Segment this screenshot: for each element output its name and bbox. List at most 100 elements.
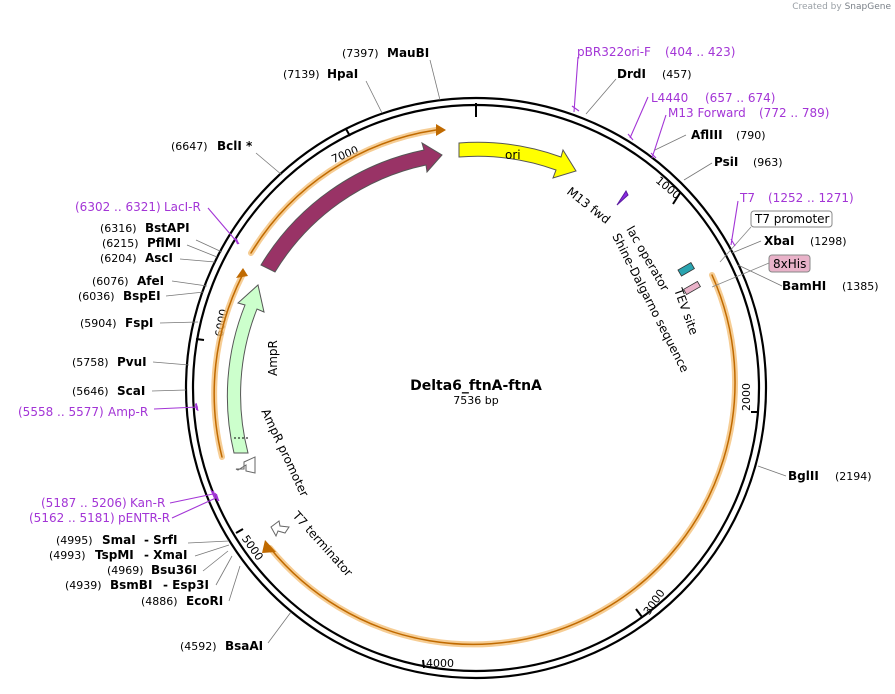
tick-5000-mark [235, 528, 244, 534]
site-drdi[interactable]: DrdI [617, 67, 646, 81]
site-bcli[interactable]: BclI * [217, 139, 253, 153]
primer-amp-r[interactable]: Amp-R [108, 405, 148, 419]
site-srfi[interactable]: - SrfI [144, 533, 177, 547]
leader-pvui [152, 361, 190, 366]
leader-psii [683, 162, 713, 181]
leader-bsu36i [202, 550, 229, 572]
laci-feature[interactable] [260, 141, 443, 273]
tick-1000: 1000 [653, 174, 683, 202]
leader-pflmi [186, 244, 218, 258]
tick-2000: 2000 [740, 383, 753, 411]
t7-terminator-label: T7 terminator [289, 508, 355, 580]
backbone-outer-ring [184, 96, 768, 680]
site-pflmi[interactable]: PflMI [147, 236, 181, 250]
site-pflmi-pos: (6215) [102, 237, 139, 250]
tick-3000-mark [635, 608, 643, 618]
site-bsu36i[interactable]: Bsu36I [151, 563, 197, 577]
site-smai-pos: (4995) [56, 534, 93, 547]
site-hpai-pos: (7139) [283, 68, 320, 81]
primer-pbr322ori-f-range: (404 .. 423) [665, 45, 735, 59]
site-fspi-pos: (5904) [80, 317, 117, 330]
site-psii-pos: (963) [753, 156, 783, 169]
primer-kan-r[interactable]: Kan-R [130, 496, 165, 510]
his-tag-box[interactable] [768, 254, 811, 273]
site-bglii[interactable]: BglII [788, 469, 819, 483]
site-bstapi[interactable]: BstAPI [145, 221, 190, 235]
site-smai[interactable]: SmaI [102, 533, 136, 547]
leader-bstapi [195, 239, 223, 253]
leader-smai [187, 540, 230, 544]
leader-hpai [365, 80, 383, 114]
site-ecori-pos: (4886) [141, 595, 178, 608]
site-asci-pos: (6204) [100, 252, 137, 265]
site-bsmbi-pos: (4939) [65, 579, 102, 592]
site-bamhi[interactable]: BamHI [782, 279, 826, 293]
t7-promoter-box[interactable] [750, 210, 833, 228]
site-afei-pos: (6076) [92, 275, 129, 288]
primer-ring-marks [195, 238, 239, 502]
site-xbai-pos: (1298) [810, 235, 847, 248]
orf-arrow-ftna [262, 540, 276, 553]
tev-site-label: TEV site [671, 285, 701, 336]
leader-afliii [654, 134, 687, 151]
orf-arrow-laci [436, 124, 446, 136]
leader-xbai [731, 240, 762, 254]
primer-pentr-r-range: (5162 .. 5181) [29, 511, 115, 525]
primer-mark-pentr-r [215, 493, 219, 502]
site-drdi-pos: (457) [662, 68, 692, 81]
leader-asci [179, 258, 216, 263]
site-xmai[interactable]: - XmaI [144, 548, 187, 562]
primer-pentr-r[interactable]: pENTR-R [118, 511, 170, 525]
ampr-promoter-label: AmpR promoter [258, 407, 311, 499]
ampr-feature[interactable] [226, 284, 265, 454]
site-esp3i[interactable]: - Esp3I [163, 578, 209, 592]
site-fspi[interactable]: FspI [125, 316, 153, 330]
site-bsaai[interactable]: BsaAI [225, 639, 263, 653]
site-afliii[interactable]: AflIII [691, 128, 723, 142]
site-psii[interactable]: PsiI [714, 155, 738, 169]
leader-m13-forward [650, 114, 667, 159]
primer-m13-forward[interactable]: M13 Forward [668, 106, 746, 120]
site-maubi[interactable]: MauBI [387, 46, 429, 60]
t7-promoter-label: T7 promoter [754, 212, 830, 226]
site-scai[interactable]: ScaI [117, 384, 145, 398]
site-maubi-pos: (7397) [342, 47, 379, 60]
primer-l4440[interactable]: L4440 [651, 91, 688, 105]
leader-ecori [228, 565, 241, 602]
leader-bspei [165, 291, 205, 297]
lac-operator-feature[interactable] [677, 261, 695, 277]
m13-fwd-arrow[interactable] [616, 189, 629, 206]
tick-3000: 3000 [641, 587, 668, 617]
primer-mark-kan-r [212, 490, 216, 499]
leader-bcli [255, 152, 283, 176]
primer-t7-range: (1252 .. 1271) [768, 191, 854, 205]
t7-terminator-arrow[interactable] [270, 520, 290, 538]
ori-feature[interactable] [458, 141, 577, 179]
site-asci[interactable]: AscI [145, 251, 173, 265]
primer-t7[interactable]: T7 [739, 191, 755, 205]
ampr-promoter-arrow[interactable] [235, 456, 256, 474]
site-bsmbi[interactable]: BsmBI [110, 578, 152, 592]
leader-maubi [429, 59, 441, 101]
site-hpai[interactable]: HpaI [327, 67, 358, 81]
site-pvui[interactable]: PvuI [117, 355, 147, 369]
site-tspmi[interactable]: TspMI [95, 548, 134, 562]
snapgene-credit: Created by SnapGene [792, 2, 891, 12]
site-afei[interactable]: AfeI [137, 274, 164, 288]
primer-laci-r[interactable]: LacI-R [164, 200, 201, 214]
site-ecori[interactable]: EcoRI [186, 594, 223, 608]
primer-mark-laci-r [235, 238, 239, 245]
leader-bglii [757, 465, 787, 477]
site-bsu36i-pos: (4969) [107, 564, 144, 577]
primer-m13-forward-range: (772 .. 789) [759, 106, 829, 120]
primer-mark-amp-r [195, 403, 198, 411]
primer-pbr322ori-f[interactable]: pBR322ori-F [577, 45, 651, 59]
orf-arrow-ampr [236, 268, 248, 278]
leader-tspmi [194, 544, 230, 557]
leader-pbr322ori-f [571, 56, 580, 113]
tev-site-feature[interactable] [683, 280, 701, 296]
site-xbai[interactable]: XbaI [764, 234, 794, 248]
primer-laci-r-range: (6302 .. 6321) [75, 200, 161, 214]
leader-amp-r [153, 402, 199, 412]
site-bspei[interactable]: BspEI [123, 289, 161, 303]
